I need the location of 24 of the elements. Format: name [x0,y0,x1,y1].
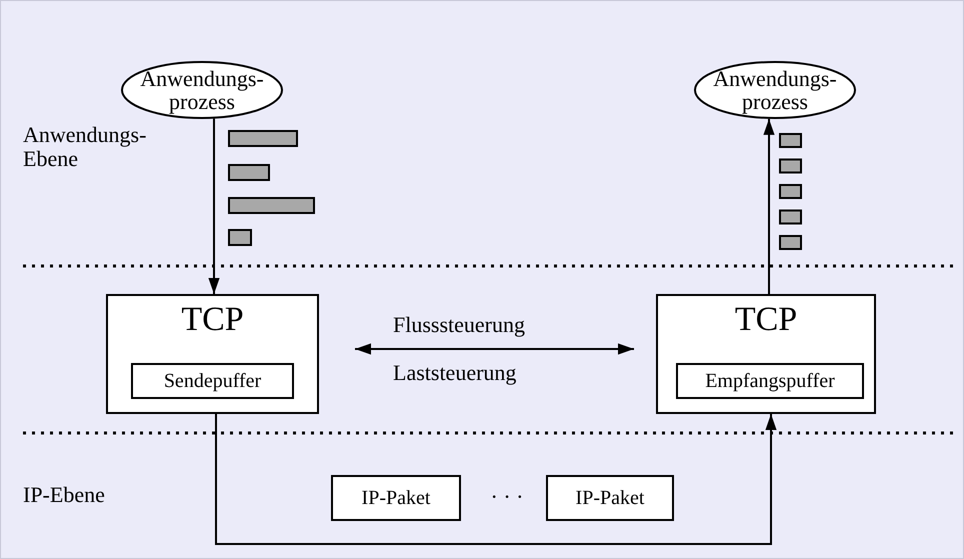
node-label: Sendepuffer [164,370,262,392]
node-label: Anwendungs- prozess [139,66,265,114]
packet-box [546,475,674,521]
packet-box [331,475,461,521]
box-title: TCP [734,302,798,338]
text-label: Flusssteuerung [393,313,526,338]
node-label: IP-Paket [576,488,644,508]
tcp-box [106,294,319,414]
text-label: IP-Ebene [23,483,106,508]
buffer-box [131,363,294,399]
node-label: Anwendungs- prozess [712,66,838,114]
text-label: Laststeuerung [393,361,518,386]
node-label: Empfangspuffer [705,370,835,392]
box-title: TCP [181,302,244,338]
process-ellipse [694,61,856,119]
process-ellipse [121,61,283,119]
arrow [208,118,220,294]
tcp-box [656,294,876,414]
node-label: IP-Paket [362,488,430,508]
buffer-box [676,363,864,399]
arrow [355,343,634,355]
ellipsis: · · · [490,485,524,510]
arrow [763,118,775,294]
arrow [215,414,777,545]
